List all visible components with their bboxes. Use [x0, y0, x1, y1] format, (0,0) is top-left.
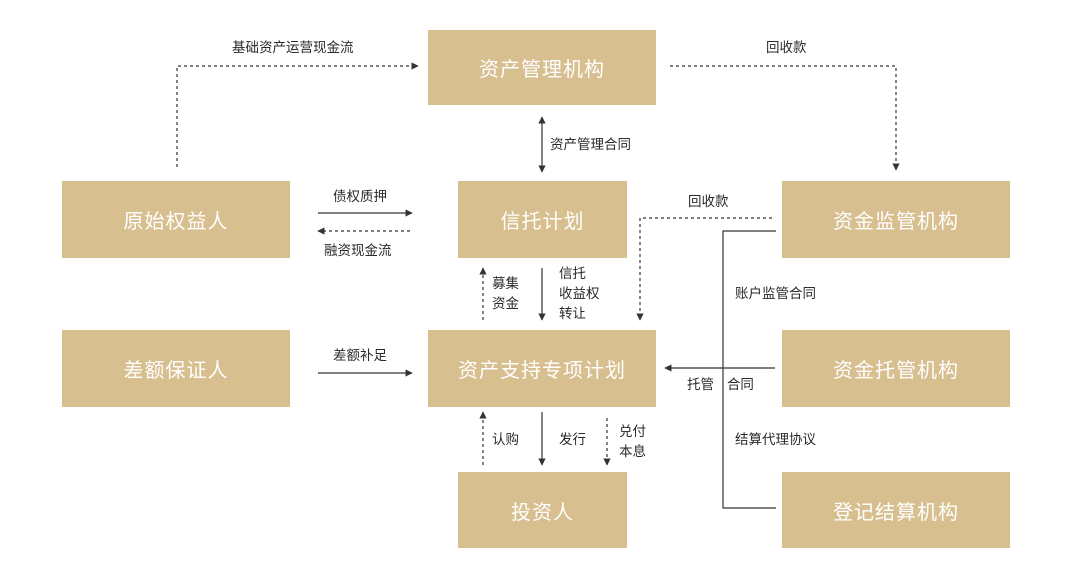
- label-trust-benefit-transfer: 信托 收益权 转让: [559, 264, 600, 324]
- node-fund-custodian: 资金托管机构: [782, 330, 1010, 407]
- label-raise-funds-line-1: 募集: [492, 276, 519, 292]
- contract-bracket-line: [722, 230, 776, 509]
- label-subscribe: 认购: [492, 432, 519, 448]
- node-abs-plan: 资产支持专项计划: [428, 330, 656, 407]
- label-raise-funds-line-2: 资金: [492, 296, 519, 312]
- label-settlement-agency-agreement: 结算代理协议: [735, 432, 816, 448]
- label-trust-benefit-transfer-line-1: 信托: [559, 266, 586, 282]
- label-raise-funds: 募集 资金: [492, 274, 519, 314]
- label-issue: 发行: [559, 432, 586, 448]
- label-pay-principal-interest-line-1: 兑付: [619, 424, 646, 440]
- label-trust-benefit-transfer-line-3: 转让: [559, 306, 586, 322]
- label-repayment-top: 回收款: [766, 40, 807, 56]
- label-financing-cashflow: 融资现金流: [324, 243, 392, 259]
- label-underlying-cashflow: 基础资产运营现金流: [232, 40, 354, 56]
- arrow-repayment-mid: [636, 217, 772, 321]
- node-asset-manager: 资产管理机构: [428, 30, 656, 105]
- label-account-supervision-contract: 账户监管合同: [735, 286, 816, 302]
- label-pay-principal-interest-line-2: 本息: [619, 444, 646, 460]
- label-pay-principal-interest: 兑付 本息: [619, 422, 646, 462]
- arrow-underlying-cashflow: [176, 62, 419, 167]
- label-custody-contract: 托管 合同: [687, 377, 754, 393]
- arrow-repayment-top: [670, 65, 900, 171]
- label-deficiency-topup: 差额补足: [333, 348, 387, 364]
- node-deficiency-guarantor: 差额保证人: [62, 330, 290, 407]
- node-fund-supervisor: 资金监管机构: [782, 181, 1010, 258]
- node-original-holder: 原始权益人: [62, 181, 290, 258]
- label-asset-mgmt-contract: 资产管理合同: [550, 137, 631, 153]
- label-debt-pledge: 债权质押: [333, 189, 387, 205]
- label-trust-benefit-transfer-line-2: 收益权: [559, 286, 600, 302]
- node-registrar: 登记结算机构: [782, 472, 1010, 548]
- node-trust-plan: 信托计划: [458, 181, 627, 258]
- label-repayment-mid: 回收款: [688, 194, 729, 210]
- node-investor: 投资人: [458, 472, 627, 548]
